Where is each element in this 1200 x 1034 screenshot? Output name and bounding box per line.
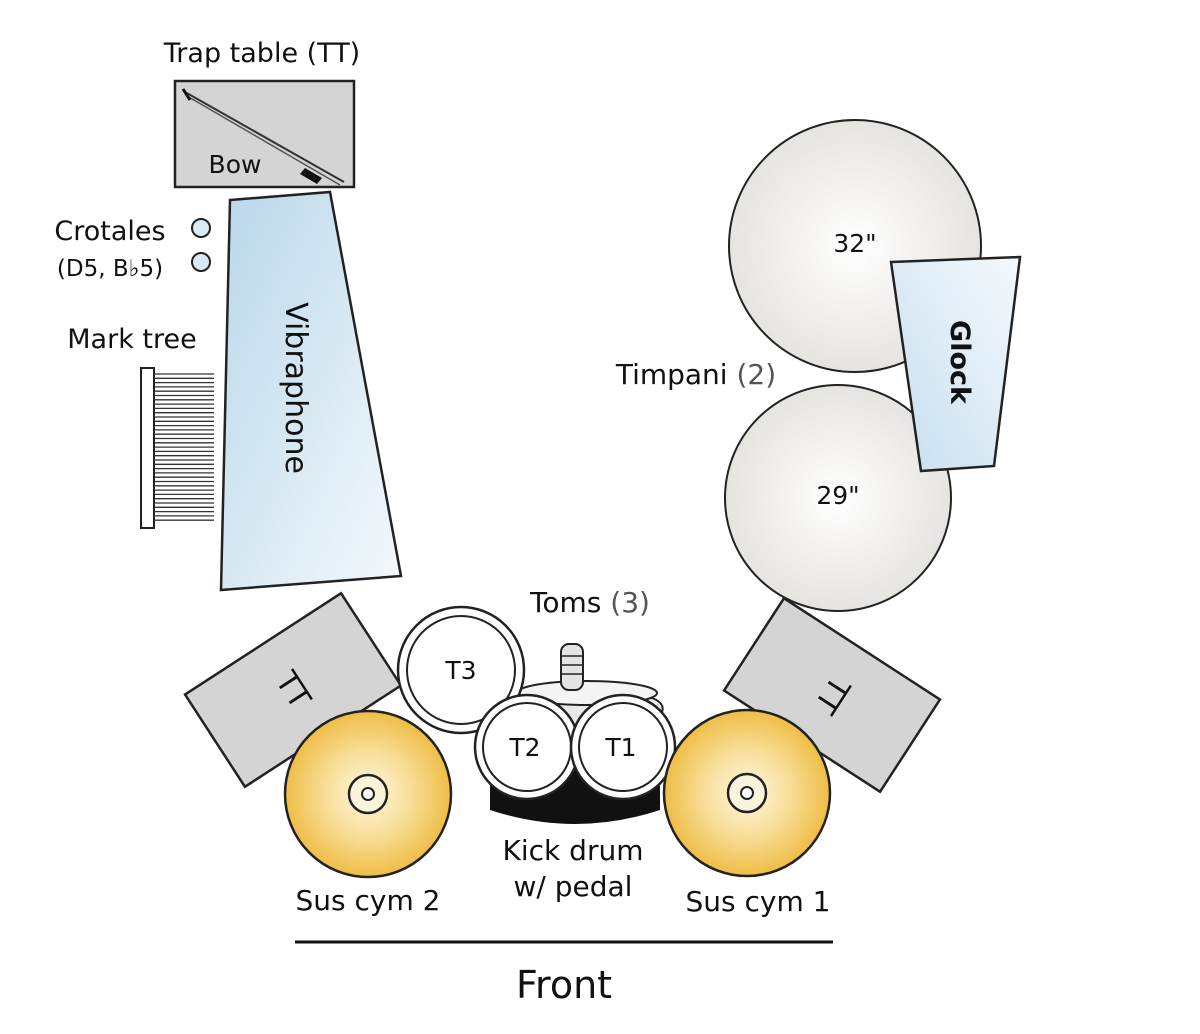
- bow-label: Bow: [209, 150, 262, 179]
- toms-count: (3): [610, 586, 650, 619]
- vibraphone-label: Vibraphone: [278, 302, 313, 474]
- toms-name: Toms: [529, 586, 601, 619]
- bow-icon: [181, 88, 345, 186]
- mark-tree: [140, 367, 214, 529]
- kick-label-line2: w/ pedal: [514, 870, 633, 903]
- timpani-name: Timpani: [615, 358, 728, 391]
- trap-table-title: Trap table (TT): [163, 38, 360, 69]
- tom-t1: [569, 693, 677, 801]
- sus-cym-1-label: Sus cym 1: [686, 885, 831, 918]
- crotale-bb5: [191, 252, 211, 272]
- suspended-cymbal-2: [283, 709, 453, 879]
- tom-t3: [396, 605, 526, 735]
- timpani-32-label: 32": [833, 229, 876, 258]
- timpani-count: (2): [737, 358, 777, 391]
- crotales-label: Crotales: [54, 216, 165, 247]
- t2-label: T2: [508, 733, 540, 762]
- crotales-notes: (D5, B♭5): [57, 256, 163, 282]
- vibraphone: [219, 190, 403, 592]
- timpani-label: Timpani (2): [615, 358, 776, 391]
- glockenspiel: [889, 255, 1022, 473]
- glock-label: Glock: [944, 320, 975, 405]
- timpani-29-label: 29": [816, 481, 859, 510]
- t3-label: T3: [444, 656, 476, 685]
- suspended-cymbal-1: [662, 708, 832, 878]
- t1-label: T1: [604, 733, 636, 762]
- crotale-d5: [191, 218, 211, 238]
- trap-table-top: [173, 79, 356, 189]
- sus-cym-2-label: Sus cym 2: [296, 884, 441, 917]
- front-label: Front: [516, 963, 612, 1007]
- timpani-29: [724, 384, 952, 612]
- toms-label: Toms (3): [529, 586, 650, 619]
- kick-label-line1: Kick drum: [503, 834, 644, 867]
- mark-tree-label: Mark tree: [67, 324, 196, 355]
- tom-t2: [473, 693, 581, 801]
